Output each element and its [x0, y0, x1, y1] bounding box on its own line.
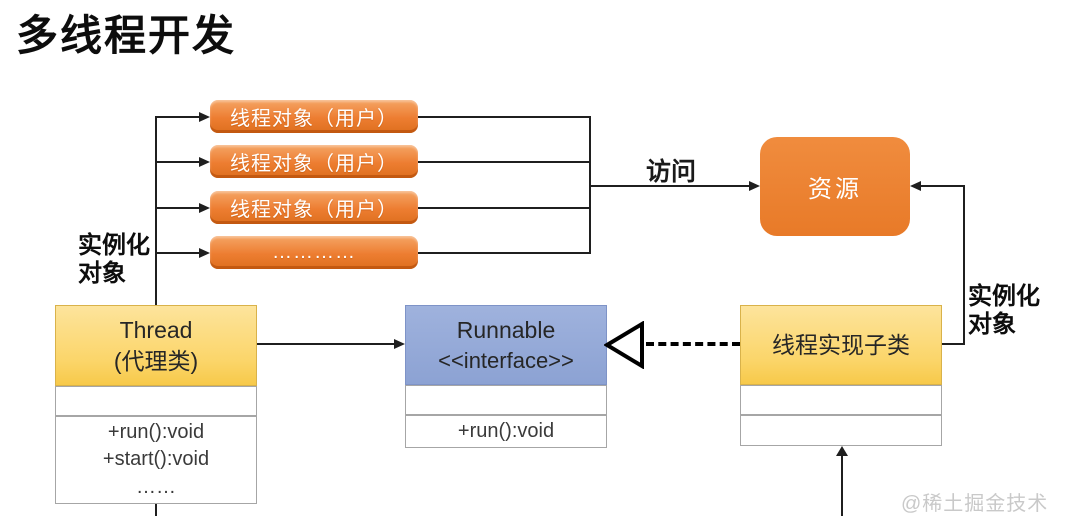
thread-class-stereotype: (代理类): [113, 347, 199, 374]
resource-label: 资源: [808, 176, 862, 203]
thread-object-box-1: 线程对象（用户）: [210, 100, 418, 133]
thread-class-name: Thread: [119, 317, 193, 344]
subclass-right-connector: [942, 343, 965, 345]
arrowhead-right-icon: [199, 157, 210, 167]
arrowhead-right-icon: [199, 248, 210, 258]
instantiate-label-line1: 实例化: [78, 232, 150, 259]
instantiate-label-line2: 对象: [78, 259, 126, 287]
subclass-header: 线程实现子类: [740, 305, 942, 385]
thread-object-box-3: 线程对象（用户）: [210, 191, 418, 224]
collector-line-3: [418, 207, 590, 209]
method-start: +start():void: [102, 448, 210, 471]
arrowhead-right-icon: [199, 203, 210, 213]
arrowhead-right-icon: [199, 112, 210, 122]
thread-object-label: 线程对象（用户）: [230, 108, 398, 130]
instantiate-object-label-left: 实例化 对象: [78, 232, 150, 287]
arrowhead-left-icon: [910, 181, 921, 191]
thread-object-box-2: 线程对象（用户）: [210, 145, 418, 178]
resource-right-line: [921, 185, 965, 187]
instantiate-object-label-right: 实例化 对象: [968, 283, 1040, 338]
subclass-fields-section: [740, 385, 942, 415]
subclass-bottom-line: [841, 455, 843, 516]
access-label: 访问: [646, 158, 697, 186]
fan-vertical-connector: [155, 116, 157, 306]
resource-box: 资源: [760, 137, 910, 236]
method-run: +run():void: [457, 419, 555, 442]
thread-runnable-line: [257, 343, 394, 345]
instantiate-label-line1: 实例化: [968, 283, 1040, 310]
runnable-interface-header: Runnable <<interface>>: [405, 305, 607, 385]
runnable-stereotype: <<interface>>: [438, 347, 574, 373]
collector-line-4: [418, 252, 590, 254]
subclass-to-resource-vertical: [963, 185, 965, 345]
runnable-methods-section: +run():void: [405, 415, 607, 448]
runnable-name: Runnable: [456, 317, 556, 344]
branch-line-2: [155, 161, 201, 163]
collector-line-2: [418, 161, 590, 163]
method-run: +run():void: [107, 420, 205, 443]
runnable-fields-section: [405, 385, 607, 415]
thread-object-box-ellipsis: …………: [210, 236, 418, 269]
watermark: @稀土掘金技术社区: [901, 493, 1049, 515]
branch-line-4: [155, 252, 201, 254]
realization-triangle-icon: [604, 321, 644, 369]
realization-dashed-line: [646, 342, 740, 346]
page-title: 多线程开发: [16, 12, 237, 59]
branch-line-3: [155, 207, 201, 209]
subclass-methods-section: [740, 415, 942, 446]
thread-object-label: …………: [272, 241, 356, 263]
branch-line-1: [155, 116, 201, 118]
arrowhead-up-icon: [836, 446, 848, 456]
subclass-name: 线程实现子类: [772, 331, 910, 358]
method-ellipsis: ……: [136, 475, 176, 498]
thread-class-methods-section: +run():void +start():void ……: [55, 416, 257, 504]
access-line: [589, 185, 749, 187]
thread-object-label: 线程对象（用户）: [230, 153, 398, 175]
instantiate-label-line2: 对象: [968, 310, 1016, 338]
collector-line-1: [418, 116, 590, 118]
arrowhead-right-icon: [749, 181, 760, 191]
thread-class-header: Thread (代理类): [55, 305, 257, 386]
thread-class-fields-section: [55, 386, 257, 416]
arrowhead-right-icon: [394, 339, 405, 349]
thread-bottom-line: [155, 504, 157, 516]
thread-object-label: 线程对象（用户）: [230, 199, 398, 221]
